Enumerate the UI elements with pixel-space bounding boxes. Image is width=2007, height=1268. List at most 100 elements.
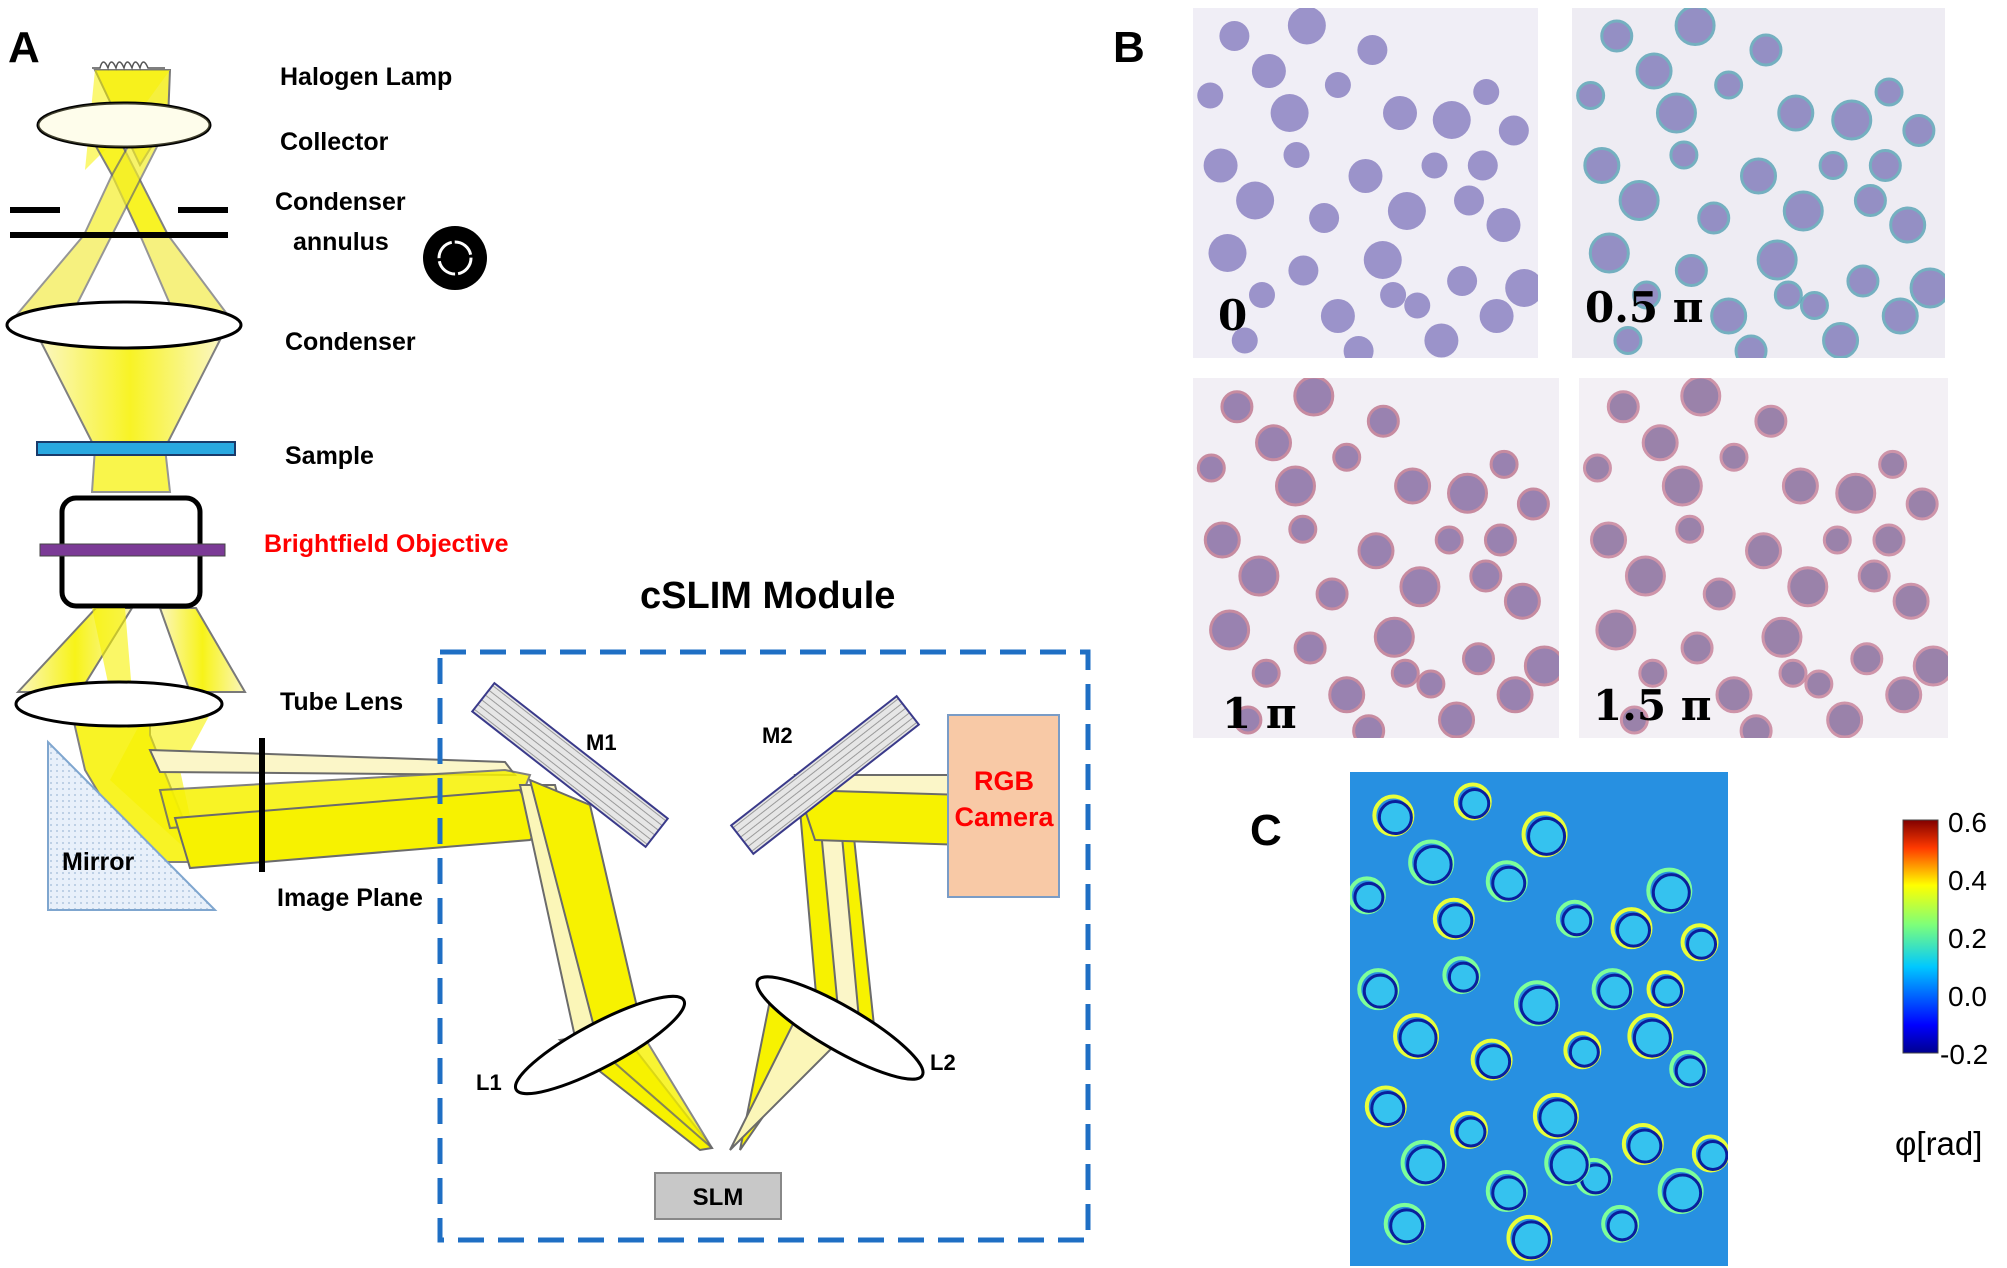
cell xyxy=(1905,487,1939,521)
cell xyxy=(1686,928,1718,960)
cell xyxy=(1489,449,1519,479)
camera-label-line1: RGB xyxy=(974,766,1034,796)
cslim-module-box xyxy=(437,649,1091,1243)
cell xyxy=(1516,487,1550,521)
cell xyxy=(1638,658,1668,688)
cell xyxy=(1740,157,1777,195)
cell xyxy=(1619,705,1649,735)
cell xyxy=(1787,566,1829,608)
cell xyxy=(1561,905,1593,937)
phase-label-1-5pi: 1.5 π xyxy=(1593,681,1711,730)
cell xyxy=(1632,1018,1672,1058)
cell xyxy=(1270,94,1309,132)
colorbar xyxy=(1902,819,1939,1054)
cell xyxy=(1597,973,1633,1009)
mirror-m1 xyxy=(470,681,670,849)
label-sample: Sample xyxy=(285,442,374,470)
cell xyxy=(1613,326,1643,355)
cell xyxy=(1236,181,1275,220)
cell xyxy=(1590,521,1628,559)
cell xyxy=(1826,701,1864,738)
cell xyxy=(1674,254,1708,287)
cell xyxy=(1778,658,1808,688)
cell xyxy=(1483,523,1517,557)
label-collector: Collector xyxy=(280,128,389,156)
cell xyxy=(1421,152,1448,179)
sample-slide xyxy=(36,441,236,456)
phase-image-0-5pi xyxy=(1572,8,1945,358)
phase-map xyxy=(1350,772,1728,1266)
cell xyxy=(1773,280,1803,310)
cell xyxy=(1527,816,1567,856)
cell xyxy=(1377,800,1413,836)
cell xyxy=(1288,255,1319,286)
cell xyxy=(1293,378,1335,417)
cell xyxy=(1853,184,1887,217)
label-l1: L1 xyxy=(476,1070,502,1095)
cell xyxy=(1857,559,1891,593)
colorbar-tick-0-4: 0.4 xyxy=(1948,865,1987,896)
module-title: cSLIM Module xyxy=(640,575,895,617)
cell xyxy=(1549,1145,1589,1185)
cell xyxy=(1674,8,1716,46)
collector-lens xyxy=(36,101,212,149)
cell xyxy=(1511,1220,1551,1260)
cell xyxy=(1491,1175,1527,1211)
label-l2: L2 xyxy=(930,1050,956,1075)
cell xyxy=(1782,190,1824,232)
cell xyxy=(1447,472,1488,514)
mirror-m2 xyxy=(729,694,921,856)
cell xyxy=(1399,566,1441,608)
cell xyxy=(1595,609,1637,651)
cell xyxy=(1777,94,1815,132)
cell xyxy=(1357,532,1395,570)
cell xyxy=(1881,297,1919,335)
cell xyxy=(1641,424,1679,462)
cell xyxy=(1479,299,1514,333)
cell xyxy=(1390,658,1420,688)
cell xyxy=(1287,8,1326,45)
cell xyxy=(1455,1116,1487,1148)
label-condenser: Condenser xyxy=(285,328,416,356)
cell xyxy=(1491,865,1527,901)
cell xyxy=(1519,985,1559,1025)
cell xyxy=(1734,334,1768,358)
cell xyxy=(1872,523,1906,557)
mirror-prism xyxy=(47,739,218,911)
cell xyxy=(1473,79,1500,105)
label-m1: M1 xyxy=(586,730,617,755)
label-halogen-lamp: Halogen Lamp xyxy=(280,63,452,91)
label-mirror: Mirror xyxy=(62,848,135,876)
cell xyxy=(1288,514,1318,544)
label-image-plane: Image Plane xyxy=(277,884,423,912)
cell xyxy=(1251,54,1286,88)
panel-c-letter: C xyxy=(1250,806,1282,855)
panel-c: C 25 μm 0.6 0.4 0.2 0.0 -0.2 φ[rad] xyxy=(1250,772,1988,1266)
cell xyxy=(1606,1210,1638,1242)
cell xyxy=(1588,232,1630,274)
slm-device xyxy=(654,1172,782,1220)
cell xyxy=(1680,378,1722,417)
cell xyxy=(1651,873,1691,913)
cell xyxy=(1878,449,1908,479)
cell xyxy=(1348,159,1383,193)
cell xyxy=(1320,299,1355,333)
cell xyxy=(1697,201,1731,235)
cell xyxy=(1635,52,1673,90)
condenser-lens xyxy=(5,300,243,350)
cell xyxy=(1663,1173,1703,1213)
cell xyxy=(1394,467,1432,505)
cell xyxy=(1432,101,1471,139)
cell xyxy=(1576,81,1606,110)
cell xyxy=(1413,844,1453,884)
cell xyxy=(1274,465,1316,507)
cell xyxy=(1389,1208,1425,1244)
rgb-camera xyxy=(947,714,1060,898)
cell xyxy=(1293,631,1327,665)
cell xyxy=(1343,336,1374,358)
cell xyxy=(1868,149,1902,182)
cell xyxy=(1568,1036,1600,1068)
cell xyxy=(1332,442,1362,472)
cell xyxy=(1373,616,1415,658)
phase-label-1pi: 1 π xyxy=(1222,689,1297,738)
